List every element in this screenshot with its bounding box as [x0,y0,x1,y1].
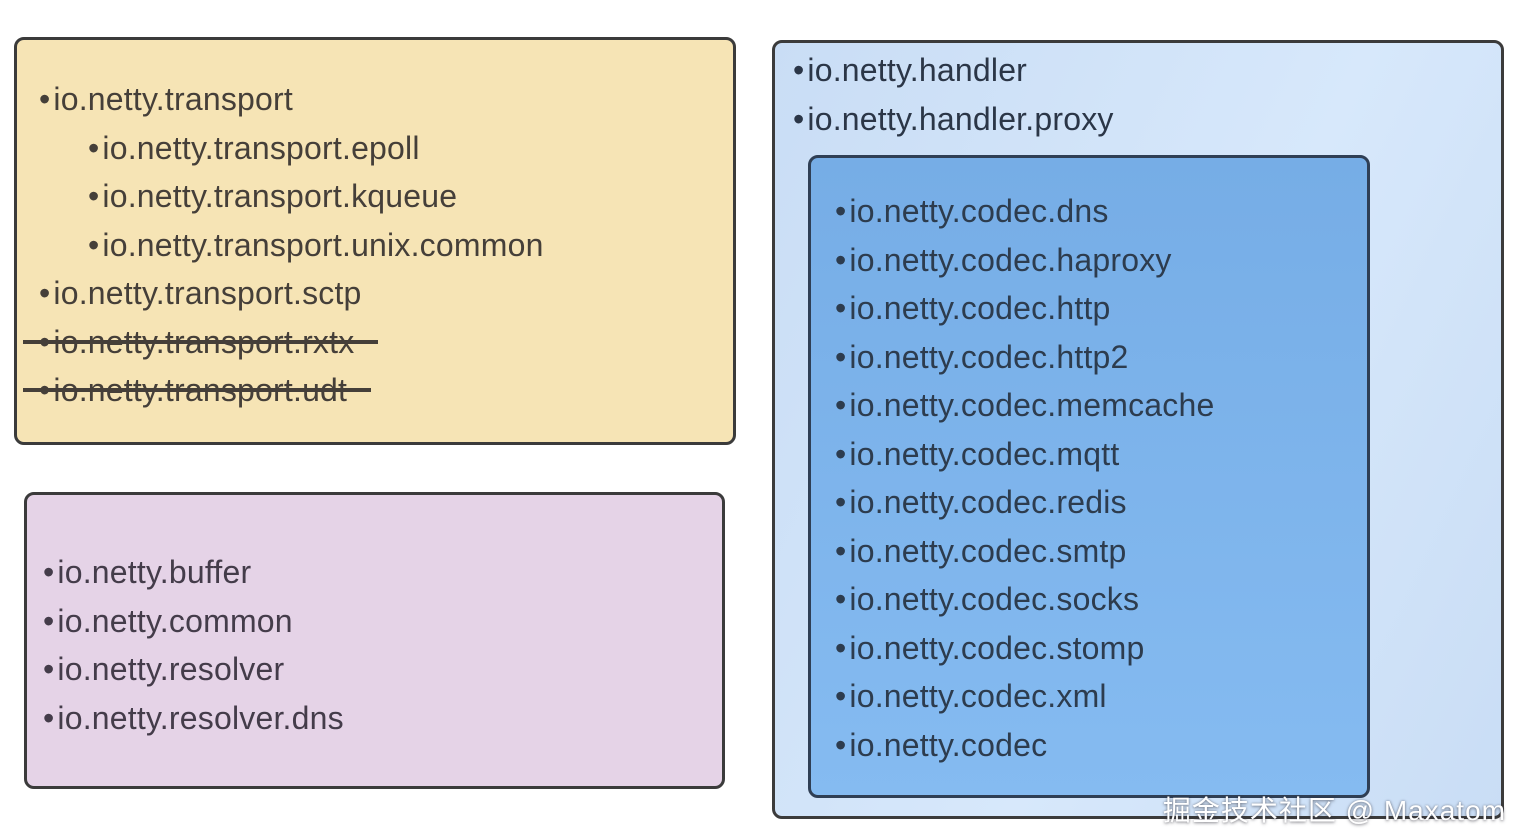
watermark: 掘金技术社区 @ Maxatom [1162,795,1506,826]
list-item: •io.netty.codec.dns [835,187,1357,236]
item-label: io.netty.codec.redis [849,484,1127,520]
bullet-icon: • [835,338,847,375]
list-item: •io.netty.codec.mqtt [835,430,1357,479]
item-label: io.netty.resolver.dns [57,699,344,736]
list-item: •io.netty.codec.haproxy [835,236,1357,285]
item-label: io.netty.transport [53,81,293,117]
item-label: io.netty.codec.memcache [849,387,1215,423]
list-item: •io.netty.codec.smtp [835,527,1357,576]
list-item: •io.netty.transport.sctp [39,269,719,318]
bullet-icon: • [793,100,805,137]
transport-package-box: •io.netty.transport •io.netty.transport.… [14,37,736,445]
item-label: io.netty.transport.epoll [102,129,420,166]
item-label: io.netty.transport.kqueue [102,178,458,214]
bullet-icon: • [835,581,847,617]
item-label: io.netty.codec.dns [849,193,1109,229]
item-label: io.netty.codec.smtp [849,532,1127,569]
bullet-icon: • [43,651,55,687]
list-item: •io.netty.handler [793,46,1491,95]
bullet-icon: • [835,484,847,520]
bullet-icon: • [835,435,847,472]
bullet-icon: • [88,226,100,263]
item-label: io.netty.codec.http2 [849,338,1129,375]
list-item: •io.netty.handler.proxy [793,95,1491,144]
list-item: •io.netty.codec [835,721,1357,770]
bullet-icon: • [43,554,55,590]
list-item: •io.netty.resolver [43,645,708,694]
list-item: •io.netty.buffer [43,548,708,597]
item-label: io.netty.transport.udt [23,366,371,415]
list-item: •io.netty.codec.socks [835,575,1357,624]
item-label: io.netty.codec [849,726,1048,763]
item-label: io.netty.handler [807,52,1028,88]
bullet-icon: • [835,193,847,229]
item-label: io.netty.common [57,602,293,639]
bullet-icon: • [88,178,100,214]
bullet-icon: • [835,532,847,569]
item-label: io.netty.codec.stomp [849,629,1145,666]
list-item: •io.netty.codec.http2 [835,333,1357,382]
list-item: •io.netty.transport.unix.common [39,221,719,270]
list-item: •io.netty.codec.http [835,284,1357,333]
bullet-icon: • [43,602,55,639]
item-label: io.netty.buffer [57,554,252,590]
bullet-icon: • [835,290,847,326]
item-label: io.netty.handler.proxy [807,100,1114,137]
item-label: io.netty.transport.rxtx [23,318,379,367]
item-label: io.netty.transport.unix.common [102,226,544,263]
list-item: •io.netty.transport [39,75,719,124]
bullet-icon: • [835,726,847,763]
bullet-icon: • [43,699,55,736]
item-label: io.netty.codec.http [849,290,1111,326]
bullet-icon: • [793,52,805,88]
list-item: •io.netty.codec.memcache [835,381,1357,430]
list-item: •io.netty.codec.xml [835,672,1357,721]
list-item: •io.netty.transport.epoll [39,124,719,173]
list-item: •io.netty.codec.redis [835,478,1357,527]
list-item: •io.netty.codec.stomp [835,624,1357,673]
item-label: io.netty.codec.mqtt [849,435,1120,472]
item-label: io.netty.codec.xml [849,678,1107,714]
item-label: io.netty.transport.sctp [53,275,362,311]
list-item-strikethrough: •io.netty.transport.udt [23,366,719,415]
item-label: io.netty.codec.socks [849,581,1140,617]
bullet-icon: • [835,678,847,714]
bullet-icon: • [835,387,847,423]
bullet-icon: • [88,129,100,166]
codec-package-box: •io.netty.codec.dns •io.netty.codec.hapr… [808,155,1370,798]
list-item: •io.netty.transport.kqueue [39,172,719,221]
list-item-strikethrough: •io.netty.transport.rxtx [23,318,719,367]
list-item: •io.netty.common [43,597,708,646]
bullet-icon: • [39,81,51,117]
bullet-icon: • [39,275,51,311]
list-item: •io.netty.resolver.dns [43,694,708,743]
item-label: io.netty.codec.haproxy [849,241,1172,278]
bullet-icon: • [835,629,847,666]
item-label: io.netty.resolver [57,651,285,687]
bullet-icon: • [835,241,847,278]
core-package-box: •io.netty.buffer •io.netty.common •io.ne… [24,492,725,789]
